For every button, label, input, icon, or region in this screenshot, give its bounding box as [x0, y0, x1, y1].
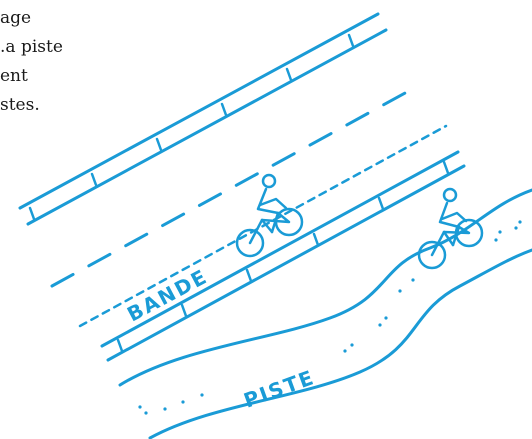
cyclist-icon: [419, 189, 482, 268]
road-edge-top: [20, 14, 386, 224]
bike-path: [120, 190, 532, 438]
dashed-center-line: [52, 86, 418, 286]
piste-label: PISTE: [241, 365, 319, 413]
bike-lane-dashed-line: [80, 126, 446, 326]
